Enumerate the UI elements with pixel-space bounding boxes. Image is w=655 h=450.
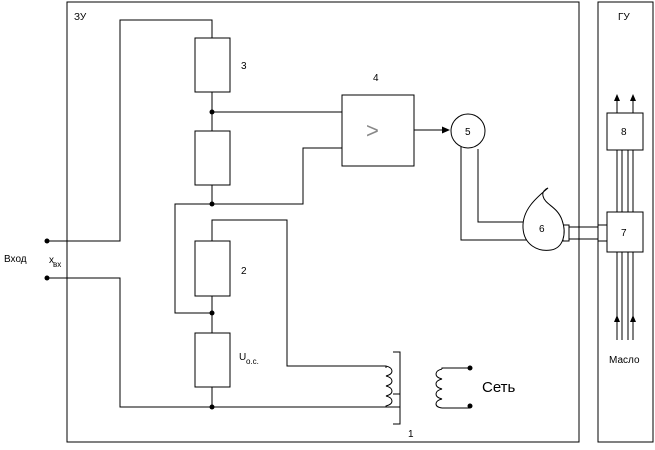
feedback-label: U xyxy=(239,352,246,363)
nozzle-6-label: 6 xyxy=(539,224,545,235)
wiring xyxy=(47,19,598,408)
node-dot xyxy=(209,310,215,316)
zu-label: ЗУ xyxy=(74,12,87,23)
node-dot xyxy=(209,201,215,207)
mains-terminal-top xyxy=(467,365,473,371)
input-var-sub: вх xyxy=(53,260,61,269)
resistor-3 xyxy=(194,37,231,93)
nozzle-6 xyxy=(522,187,565,251)
resistor-2 xyxy=(194,240,231,297)
input-var: x xyxy=(49,255,54,266)
hydraulic-lines xyxy=(614,94,636,340)
transformer-1-label: 1 xyxy=(408,429,414,440)
motor-5 xyxy=(450,113,486,149)
comparator-symbol: > xyxy=(366,118,379,143)
spool-7-label: 7 xyxy=(621,228,627,239)
node-dot xyxy=(209,109,215,115)
amplifier-4 xyxy=(341,94,415,167)
zu-frame xyxy=(66,1,580,443)
input-label: Вход xyxy=(4,254,27,265)
resistor-3-label: 3 xyxy=(241,61,247,72)
oil-label: Масло xyxy=(609,355,640,366)
cylinder-8 xyxy=(606,112,644,151)
resistor-feedback xyxy=(194,332,231,388)
gu-frame xyxy=(597,1,654,443)
mains-label: Сеть xyxy=(482,379,516,396)
feedback-sub: о.с. xyxy=(246,357,259,366)
spool-7 xyxy=(606,211,644,253)
node-dot xyxy=(209,404,215,410)
cylinder-8-label: 8 xyxy=(621,127,627,138)
transformer-1 xyxy=(385,351,470,425)
motor-5-label: 5 xyxy=(465,127,471,138)
mains-terminal-bottom xyxy=(467,403,473,409)
gu-label: ГУ xyxy=(618,12,630,23)
amplifier-4-label: 4 xyxy=(373,73,379,84)
resistor-middle xyxy=(194,130,231,186)
resistor-2-label: 2 xyxy=(241,266,247,277)
